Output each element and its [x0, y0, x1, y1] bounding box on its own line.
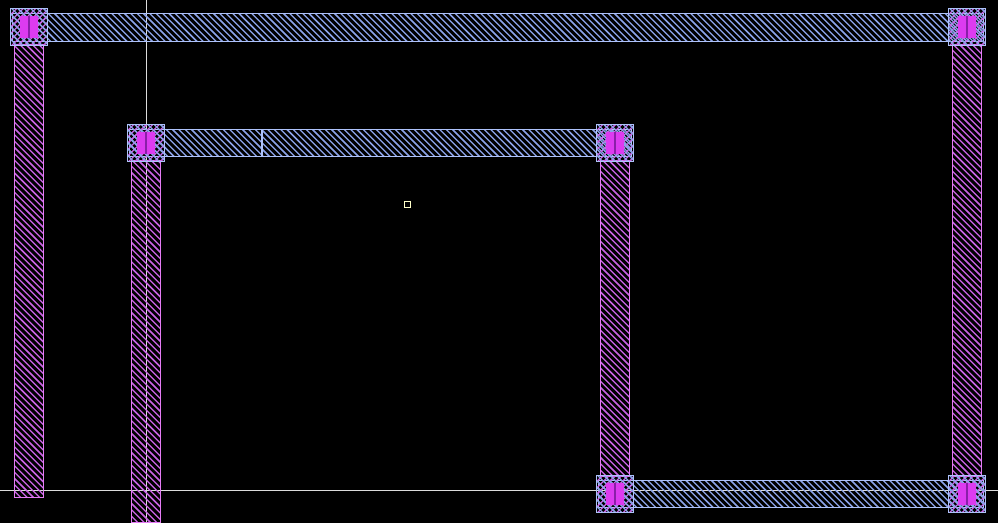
via-contact-top-left: [20, 16, 38, 38]
via-contact-bottom-mid: [606, 483, 624, 505]
contact-bottom-mid[interactable]: [596, 475, 634, 513]
contact-mid-right[interactable]: [596, 124, 634, 162]
contact-bottom-right[interactable]: [948, 475, 986, 513]
m1-trace-bottom[interactable]: [598, 480, 984, 508]
crosshair-horizontal-line: [0, 490, 998, 491]
cursor-box: [404, 201, 411, 208]
m1-trace-top[interactable]: [12, 13, 984, 42]
contact-top-right[interactable]: [948, 8, 986, 46]
m2-trace-right[interactable]: [952, 44, 982, 477]
via-contact-top-right: [958, 16, 976, 38]
contact-mid-left[interactable]: [127, 124, 165, 162]
m2-trace-midright[interactable]: [600, 160, 630, 477]
via-contact-mid-left: [137, 132, 155, 154]
via-contact-bottom-right: [958, 483, 976, 505]
via-contact-mid-right: [606, 132, 624, 154]
m1-trace-mid[interactable]: [129, 129, 632, 157]
m2-trace-left[interactable]: [14, 44, 44, 498]
m2-trace-midleft[interactable]: [131, 160, 161, 523]
m1-trace-mid-joint: [261, 129, 263, 157]
contact-top-left[interactable]: [10, 8, 48, 46]
